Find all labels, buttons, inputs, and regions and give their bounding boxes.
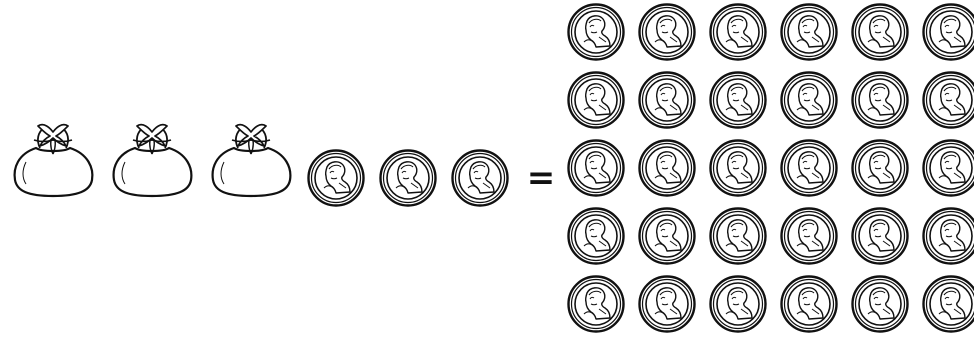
right-coins-grid bbox=[569, 5, 974, 332]
coin-icon bbox=[924, 141, 974, 196]
coin-icon bbox=[853, 209, 908, 264]
coin-icon bbox=[782, 141, 837, 196]
coin-icon bbox=[453, 151, 508, 206]
coin-icon bbox=[711, 277, 766, 332]
coin-icon bbox=[711, 5, 766, 60]
coin-icon bbox=[569, 73, 624, 128]
coin-icon bbox=[782, 209, 837, 264]
coin-icon bbox=[853, 73, 908, 128]
coin-icon bbox=[381, 151, 436, 206]
coin-icon bbox=[782, 277, 837, 332]
coin-icon bbox=[782, 73, 837, 128]
coin-icon bbox=[853, 277, 908, 332]
coin-icon bbox=[640, 209, 695, 264]
coin-icon bbox=[782, 5, 837, 60]
coin-icon bbox=[640, 277, 695, 332]
left-coins-group bbox=[309, 151, 508, 206]
coin-icon bbox=[853, 5, 908, 60]
coin-icon bbox=[569, 209, 624, 264]
coin-icon bbox=[924, 73, 974, 128]
coin-icon bbox=[924, 209, 974, 264]
left-bags-group bbox=[15, 125, 291, 196]
coin-icon bbox=[711, 73, 766, 128]
coin-icon bbox=[640, 73, 695, 128]
coin-icon bbox=[924, 277, 974, 332]
money-bag-icon bbox=[15, 125, 93, 196]
coin-icon bbox=[569, 5, 624, 60]
coin-icon bbox=[309, 151, 364, 206]
equals-sign: = bbox=[524, 158, 558, 198]
coin-icon bbox=[711, 209, 766, 264]
coin-icon bbox=[924, 5, 974, 60]
coin-icon bbox=[640, 141, 695, 196]
coin-icon bbox=[640, 5, 695, 60]
money-bag-icon bbox=[114, 125, 192, 196]
money-bag-icon bbox=[213, 125, 291, 196]
coin-icon bbox=[569, 141, 624, 196]
coin-icon bbox=[853, 141, 908, 196]
coin-icon bbox=[711, 141, 766, 196]
coin-icon bbox=[569, 277, 624, 332]
